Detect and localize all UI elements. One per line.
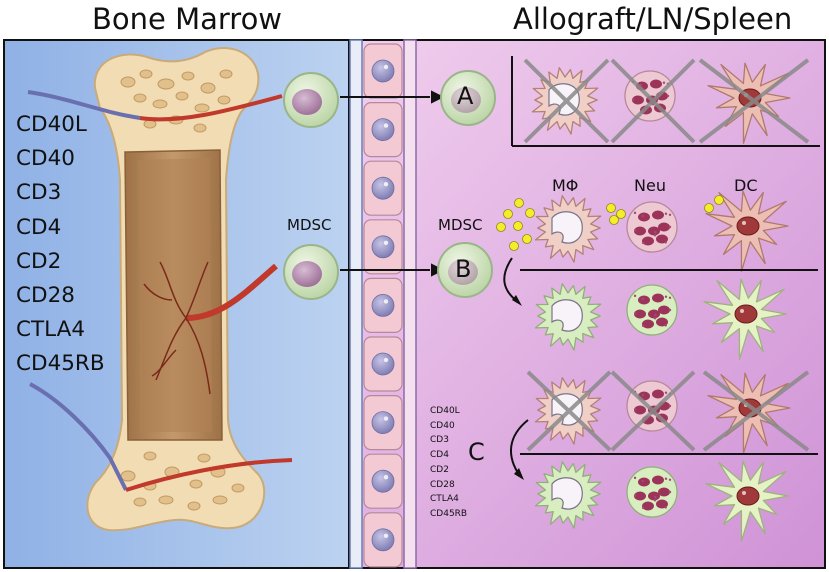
marker-item-small: CD2 bbox=[430, 464, 449, 475]
dendritic-cell-suppressed-c bbox=[705, 460, 789, 542]
cytokine-dots bbox=[496, 195, 724, 251]
marker-item: CD40L bbox=[16, 112, 87, 137]
cross-mark-macrophage-a bbox=[523, 58, 610, 144]
marker-item: CTLA4 bbox=[16, 317, 86, 343]
macrophage-suppressed-c bbox=[534, 461, 602, 529]
macrophage-activated-b bbox=[534, 195, 602, 263]
neutrophil-suppressed-c bbox=[626, 466, 678, 518]
endothelium bbox=[349, 39, 417, 569]
endothelial-cell bbox=[363, 336, 403, 392]
endothelial-cell bbox=[363, 219, 403, 275]
neutrophil-activated-b bbox=[626, 201, 678, 253]
panel-c-arrowhead bbox=[514, 468, 524, 480]
neutrophil-label: Neu bbox=[634, 176, 666, 195]
mdsc-cell-a bbox=[440, 70, 496, 126]
endothelial-cell bbox=[363, 277, 403, 333]
marker-item: CD2 bbox=[16, 248, 62, 274]
marker-item-small: CD40L bbox=[430, 406, 460, 416]
cross-mark-dendritic-c bbox=[702, 370, 810, 452]
cross-mark-neutrophil-c bbox=[610, 370, 696, 452]
marker-item-small: CD45RB bbox=[430, 508, 468, 519]
marker-list: CD40L CD40 CD3 CD4 CD2 CD28 CTLA4 CD45RB bbox=[16, 108, 105, 382]
panel-label-b: B bbox=[455, 255, 472, 283]
cross-mark-neutrophil-a bbox=[610, 58, 696, 144]
endothelial-cell bbox=[363, 43, 403, 99]
panel-b-arrowhead bbox=[512, 295, 522, 306]
marker-item: CD3 bbox=[16, 180, 62, 206]
bone-illustration bbox=[27, 47, 293, 532]
mdsc-cell-b bbox=[437, 242, 493, 298]
mdsc-cell-top bbox=[283, 72, 339, 128]
mdsc-label-bone-marrow: MDSC bbox=[287, 216, 332, 234]
marker-item: CD40 bbox=[16, 146, 75, 172]
macrophage-label: MΦ bbox=[552, 176, 579, 195]
endothelial-cell bbox=[363, 512, 403, 568]
cross-mark-macrophage-c bbox=[526, 370, 612, 452]
marker-item-small: CTLA4 bbox=[430, 494, 459, 505]
allograft-title: Allograft/LN/Spleen bbox=[513, 2, 793, 36]
endothelial-cell bbox=[363, 160, 403, 216]
marker-item: CD28 bbox=[16, 283, 75, 309]
mdsc-cell-middle bbox=[283, 244, 339, 300]
marker-list-small: CD40L CD40 CD3 CD4 CD2 CD28 CTLA4 CD45RB bbox=[430, 404, 467, 522]
dendritic-cell-suppressed-b bbox=[703, 278, 787, 360]
marker-item: CD45RB bbox=[16, 351, 105, 377]
endothelial-cell bbox=[363, 395, 403, 451]
marker-item-small: CD3 bbox=[430, 435, 449, 446]
dendritic-cell-label: DC bbox=[734, 176, 758, 195]
mdsc-label-tissue: MDSC bbox=[438, 216, 483, 234]
panel-a-bracket bbox=[511, 56, 820, 147]
cross-mark-dendritic-a bbox=[698, 58, 810, 144]
marker-item: CD4 bbox=[16, 214, 62, 240]
neutrophil-suppressed-b bbox=[626, 284, 678, 336]
panel-label-c: C bbox=[468, 438, 485, 466]
bone-marrow-title: Bone Marrow bbox=[92, 2, 283, 36]
dendritic-cell-activated-b bbox=[705, 190, 789, 272]
neutrophil-row-c bbox=[626, 380, 678, 432]
panel-label-a: A bbox=[457, 82, 474, 110]
marker-item-small: CD40 bbox=[430, 420, 455, 431]
panel-c-divider bbox=[509, 419, 818, 477]
endothelial-cell bbox=[363, 101, 403, 158]
marker-item-small: CD4 bbox=[430, 450, 449, 461]
marker-item-small: CD28 bbox=[430, 479, 455, 490]
endothelial-cell bbox=[363, 453, 403, 509]
macrophage-suppressed-b bbox=[534, 283, 602, 351]
